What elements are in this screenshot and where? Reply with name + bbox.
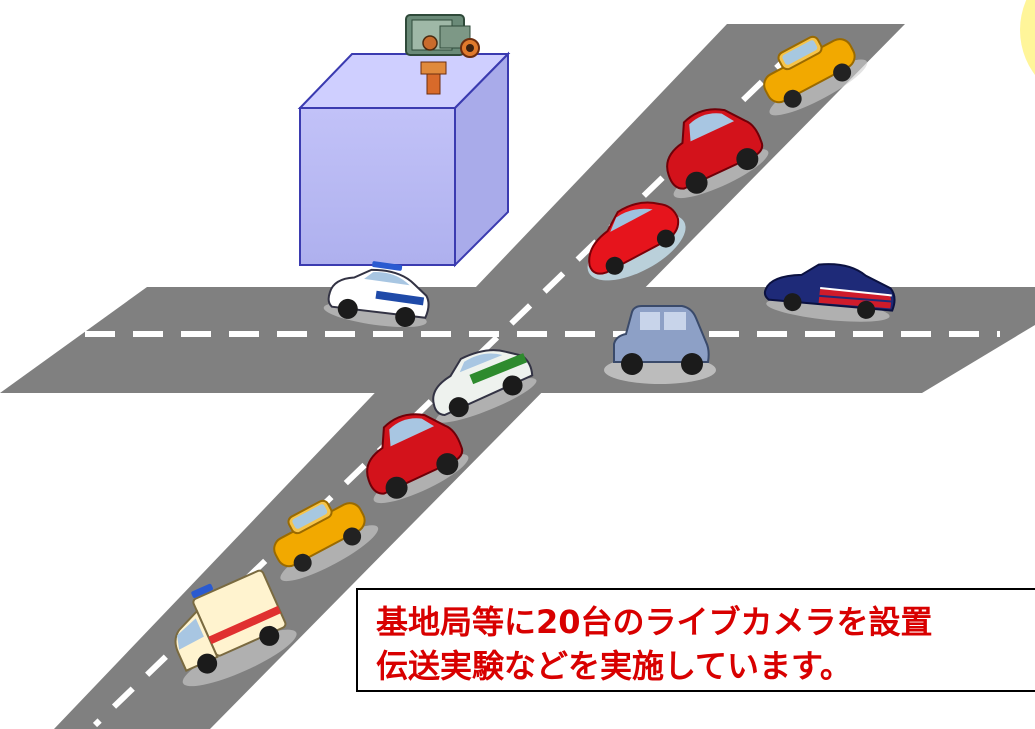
vintage-car bbox=[604, 305, 716, 384]
ambulance bbox=[174, 569, 297, 687]
sports-car bbox=[587, 201, 686, 281]
red-car-2 bbox=[366, 413, 469, 504]
american-flag-car bbox=[763, 263, 896, 322]
red-car-1 bbox=[666, 108, 769, 199]
taxi-car-1 bbox=[763, 35, 868, 116]
taxi-car-2 bbox=[273, 499, 379, 582]
police-car-white bbox=[323, 261, 430, 328]
base-station-building bbox=[297, 51, 511, 268]
caption-box: 基地局等に20台のライブカメラを設置 伝送実験などを実施しています。 bbox=[356, 588, 1035, 692]
police-car-green bbox=[432, 349, 537, 423]
caption-line-1: 基地局等に20台のライブカメラを設置 bbox=[376, 603, 933, 641]
sun-shape bbox=[1020, 0, 1035, 75]
caption-line-2: 伝送実験などを実施しています。 bbox=[376, 647, 852, 685]
live-camera-icon bbox=[405, 14, 480, 95]
